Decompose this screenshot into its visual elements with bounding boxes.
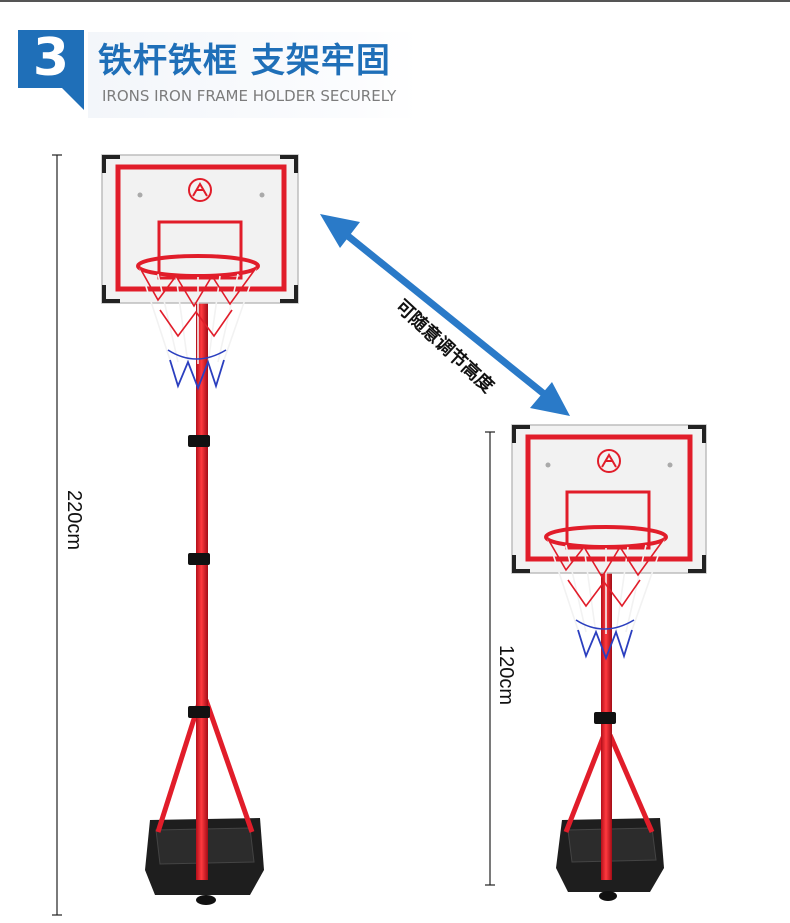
tall-height-ruler <box>52 154 62 916</box>
section-subtitle: IRONS IRON FRAME HOLDER SECURELY <box>102 87 397 105</box>
section-badge-tail <box>60 86 84 110</box>
top-divider <box>0 0 790 2</box>
section-badge <box>18 30 84 88</box>
tall-height-label: 220cm <box>63 490 85 551</box>
adjust-height-arrow <box>320 214 570 416</box>
short-height-ruler <box>485 431 495 886</box>
title-background <box>88 32 418 118</box>
short-basketball-stand <box>511 424 707 901</box>
tall-basketball-stand <box>101 154 299 905</box>
section-number: 3 <box>32 28 70 88</box>
short-height-label: 120cm <box>495 645 517 706</box>
section-title: 铁杆铁框 支架牢固 <box>98 41 391 81</box>
